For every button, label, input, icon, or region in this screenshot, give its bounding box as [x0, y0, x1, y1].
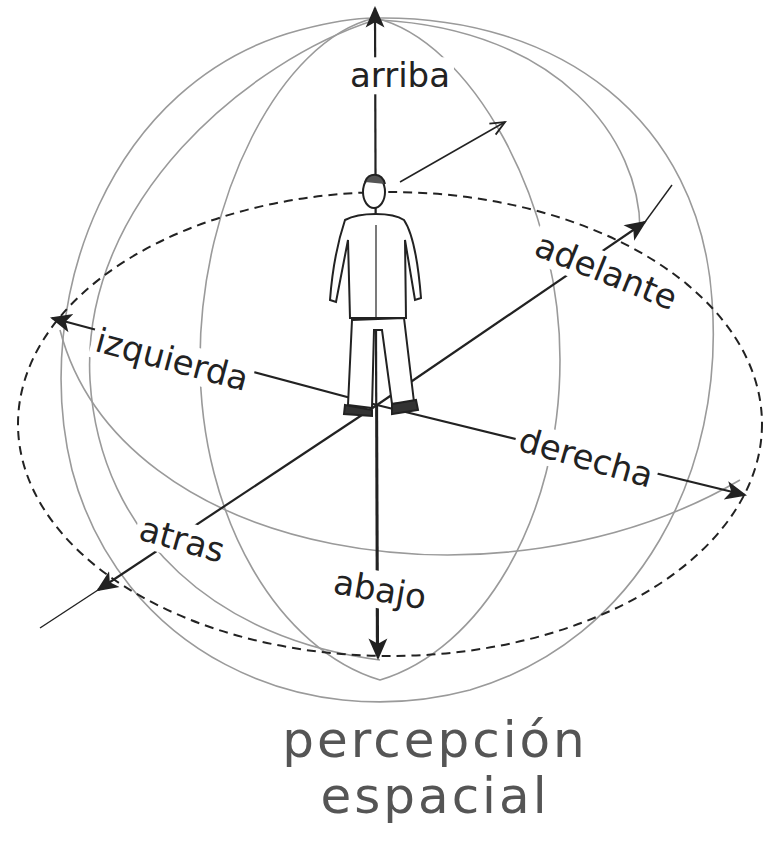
axis-label: derecha — [511, 420, 661, 496]
axis-label: atras — [131, 509, 232, 571]
axes — [40, 8, 745, 658]
caption: percepción espacial — [215, 712, 655, 824]
axis-label: izquierda — [88, 321, 257, 400]
person-figure — [330, 175, 421, 416]
sphere-guides — [60, 18, 740, 702]
axis-label: abajo — [327, 563, 433, 617]
axis-label: arriba — [346, 57, 454, 94]
axis-label: adelante — [526, 225, 686, 319]
horizon-ellipse — [18, 192, 762, 656]
